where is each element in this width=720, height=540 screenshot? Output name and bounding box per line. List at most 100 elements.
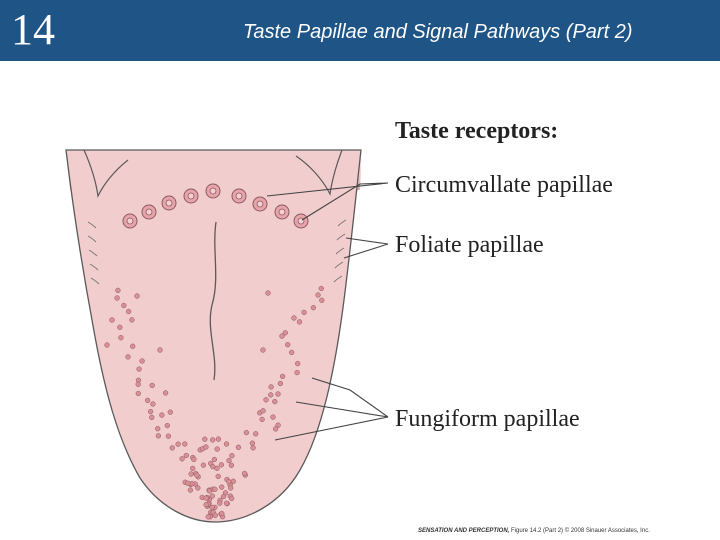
fungiform-papilla xyxy=(296,319,303,325)
fungiform-papilla xyxy=(250,445,256,451)
fungiform-papilla xyxy=(202,436,208,442)
credit-figure: Figure 14.2 (Part 2) xyxy=(511,528,564,534)
fungiform-papilla xyxy=(294,369,300,376)
fungiform-papilla xyxy=(175,441,181,447)
foliate-papillae-right xyxy=(333,219,347,283)
fungiform-papilla xyxy=(139,358,145,364)
circumvallate-papillae xyxy=(122,183,309,229)
tongue-diagram xyxy=(65,149,389,523)
fungiform-papilla xyxy=(155,433,162,439)
credit-copyright: © 2008 Sinauer Associates, Inc. xyxy=(564,528,650,534)
fungiform-papilla xyxy=(165,433,172,439)
fungiform-papilla xyxy=(315,292,321,298)
taste-receptors-heading: Taste receptors: xyxy=(395,118,559,144)
chapter-number: 14 xyxy=(11,5,55,54)
fungiform-papilla xyxy=(228,495,235,502)
label-circumvallate-papillae: Circumvallate papillae xyxy=(395,172,613,198)
fungiform-papilla xyxy=(185,480,191,486)
fungiform-papilla xyxy=(223,441,230,447)
fungiform-papilla xyxy=(295,360,301,367)
leader-lines xyxy=(266,182,389,441)
fungiform-papilla xyxy=(190,465,196,472)
fungiform-papilla xyxy=(125,308,132,315)
fungiform-papilla xyxy=(114,295,120,301)
circumvallate-papilla-center xyxy=(278,208,286,216)
fungiform-papilla xyxy=(130,343,136,349)
fungiform-papilla xyxy=(167,409,173,415)
fungiform-papillae xyxy=(104,285,325,520)
fungiform-papilla xyxy=(279,373,286,380)
epiglottis-right xyxy=(295,149,343,196)
fungiform-papilla xyxy=(125,354,131,360)
fungiform-papilla xyxy=(217,500,223,506)
slide-title: Taste Papillae and Signal Pathways (Part… xyxy=(243,21,633,43)
fungiform-papilla xyxy=(219,510,225,517)
fungiform-papilla xyxy=(104,342,110,348)
fungiform-papilla xyxy=(209,504,215,511)
fungiform-papilla xyxy=(272,398,278,405)
fungiform-papilla xyxy=(229,453,235,459)
fungiform-papilla xyxy=(235,444,242,450)
fungiform-papilla xyxy=(318,285,324,292)
fungiform-papilla xyxy=(219,484,225,490)
fungiform-papilla xyxy=(259,416,265,423)
fungiform-papilla xyxy=(162,390,169,396)
fungiform-papilla xyxy=(275,391,281,397)
fungiform-papilla xyxy=(118,335,124,341)
fungiform-papilla xyxy=(275,422,281,428)
fungiform-papilla xyxy=(265,290,271,296)
fungiform-papilla xyxy=(279,333,285,339)
fungiform-papilla xyxy=(115,287,121,294)
fungiform-papilla xyxy=(270,414,276,420)
figure-credit: SENSATION AND PERCEPTION, Figure 14.2 (P… xyxy=(418,527,650,535)
leader-line-foliate-1 xyxy=(345,237,389,245)
slide-header: 14 Taste Papillae and Signal Pathways (P… xyxy=(0,0,720,61)
fungiform-papilla xyxy=(218,462,225,468)
fungiform-papilla xyxy=(135,381,141,387)
fungiform-papilla xyxy=(195,485,201,491)
circumvallate-papilla-center xyxy=(187,192,195,200)
fungiform-papilla xyxy=(149,382,155,389)
fungiform-papilla xyxy=(241,470,248,477)
fungiform-papilla xyxy=(144,397,151,404)
circumvallate-papilla-center xyxy=(126,217,134,225)
fungiform-papilla xyxy=(215,436,222,442)
fungiform-papilla xyxy=(226,479,232,485)
fungiform-papilla xyxy=(263,397,269,403)
fungiform-papilla xyxy=(194,472,200,478)
fungiform-papilla xyxy=(243,429,250,436)
fungiform-papilla xyxy=(310,305,317,311)
fungiform-papilla xyxy=(220,493,227,500)
fungiform-papilla xyxy=(203,495,209,501)
circumvallate-papilla-center xyxy=(209,187,217,195)
fungiform-papilla xyxy=(164,422,170,429)
fungiform-papilla xyxy=(188,471,194,477)
fungiform-papilla xyxy=(223,500,230,506)
fungiform-papilla xyxy=(268,384,274,390)
fungiform-papilla xyxy=(200,462,207,468)
fungiform-papilla xyxy=(289,349,295,356)
epiglottis-left xyxy=(83,149,129,198)
fungiform-papilla xyxy=(268,392,274,398)
fungiform-papilla xyxy=(159,412,165,418)
median-sulcus xyxy=(209,221,217,381)
fungiform-papilla xyxy=(179,456,185,462)
fungiform-papilla xyxy=(228,462,235,468)
fungiform-papilla xyxy=(210,463,216,470)
fungiform-papilla xyxy=(249,440,256,446)
fungiform-papilla xyxy=(191,456,197,463)
leader-line-circumvallate-2 xyxy=(301,182,389,221)
fungiform-papilla xyxy=(230,478,236,484)
fungiform-papilla xyxy=(129,317,135,323)
fungiform-papilla xyxy=(203,444,209,450)
fungiform-papilla xyxy=(155,426,161,432)
fungiform-papilla xyxy=(291,315,297,321)
fungiform-papilla xyxy=(209,493,215,499)
fungiform-papilla xyxy=(210,437,216,443)
fungiform-papilla xyxy=(272,426,279,432)
fungiform-papilla xyxy=(169,445,175,451)
fungiform-papilla xyxy=(214,446,220,452)
fungiform-papilla xyxy=(226,457,232,464)
fungiform-papilla xyxy=(260,408,266,414)
leader-line-fungiform-3 xyxy=(274,416,389,441)
